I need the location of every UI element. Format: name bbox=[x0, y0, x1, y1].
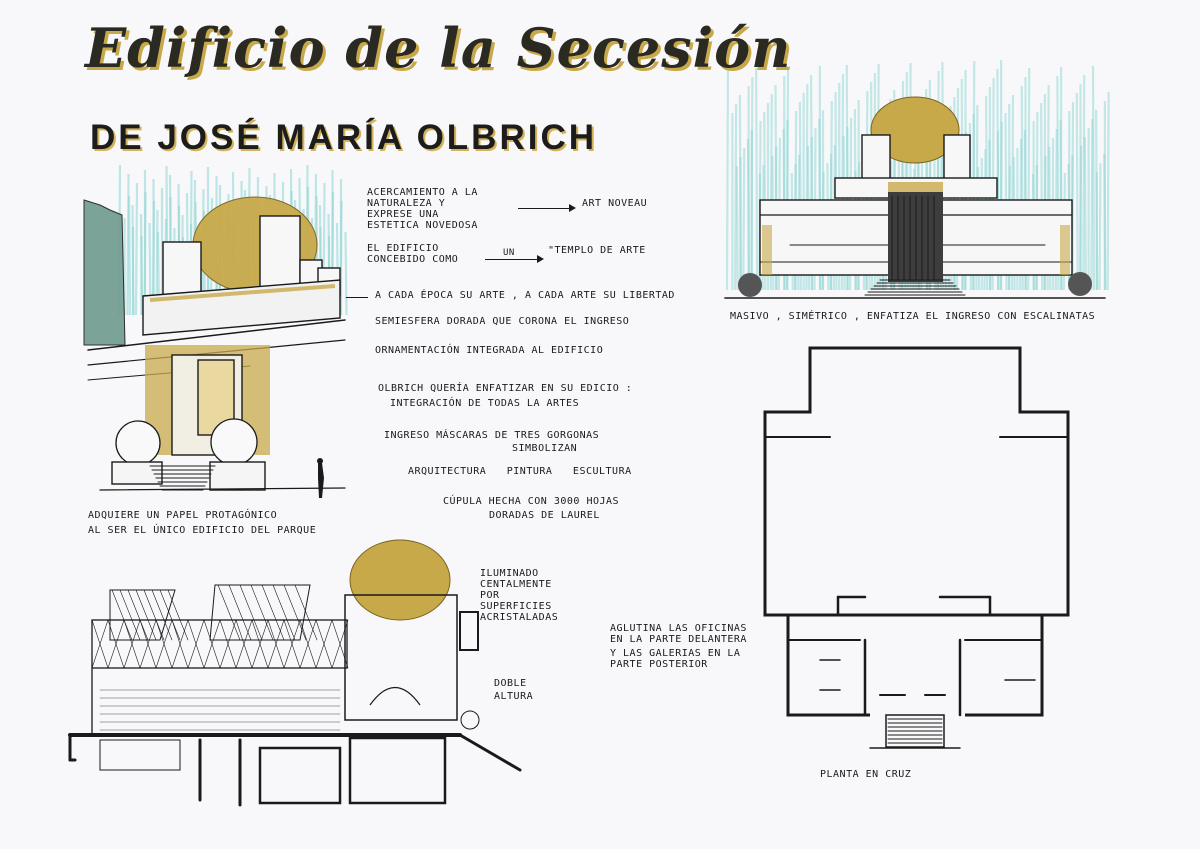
note-a-cada-epoca: A CADA ÉPOCA SU ARTE , A CADA ARTE SU LI… bbox=[375, 290, 675, 301]
caption-plan: PLANTA EN CRUZ bbox=[820, 769, 912, 780]
note-artes: ARQUITECTURA PINTURA ESCULTURA bbox=[408, 466, 632, 477]
page-subtitle: DE JOSÉ MARÍA OLBRICH bbox=[90, 118, 598, 157]
note-art-noveau: ART NOVEAU bbox=[582, 198, 648, 209]
section-sketch bbox=[68, 539, 522, 807]
note-iluminado: ILUMINADO CENTALMENTE POR SUPERFICIES AC… bbox=[480, 568, 559, 623]
cross-plan bbox=[763, 346, 1070, 749]
leader-a-cada-epoca bbox=[346, 297, 368, 298]
note-un: UN bbox=[503, 248, 515, 258]
perspective-sketch bbox=[83, 164, 348, 498]
note-doble-altura: DOBLE ALTURA bbox=[494, 678, 534, 702]
caption-perspective: ADQUIERE UN PAPEL PROTAGÓNICO AL SER EL … bbox=[88, 510, 317, 536]
caption-elevation: MASIVO , SIMÉTRICO , ENFATIZA EL INGRESO… bbox=[730, 311, 1096, 322]
arrow-art-noveau bbox=[518, 204, 576, 212]
note-concebido: EL EDIFICIO CONCEBIDO COMO bbox=[367, 243, 459, 265]
arrow-templo bbox=[485, 255, 544, 263]
note-olbrich: OLBRICH QUERÍA ENFATIZAR EN SU EDICIO : … bbox=[378, 383, 633, 409]
page-title: Edificio de la Secesión bbox=[85, 16, 792, 80]
note-semiesfera: SEMIESFERA DORADA QUE CORONA EL INGRESO bbox=[375, 316, 630, 327]
note-ingreso: INGRESO MÁSCARAS DE TRES GORGONAS SIMBOL… bbox=[384, 430, 600, 454]
note-cupula: CÚPULA HECHA CON 3000 HOJAS DORADAS DE L… bbox=[443, 496, 620, 521]
note-aglutina: AGLUTINA LAS OFICINAS EN LA PARTE DELANT… bbox=[610, 623, 747, 670]
note-acercamiento: ACERCAMIENTO A LA NATURALEZA Y EXPRESE U… bbox=[367, 187, 478, 231]
note-templo: "TEMPLO de ARTE bbox=[548, 245, 646, 256]
note-ornamentacion: ORNAMENTACIÓN INTEGRADA AL EDIFICIO bbox=[375, 345, 604, 356]
front-elevation-sketch bbox=[724, 59, 1110, 299]
